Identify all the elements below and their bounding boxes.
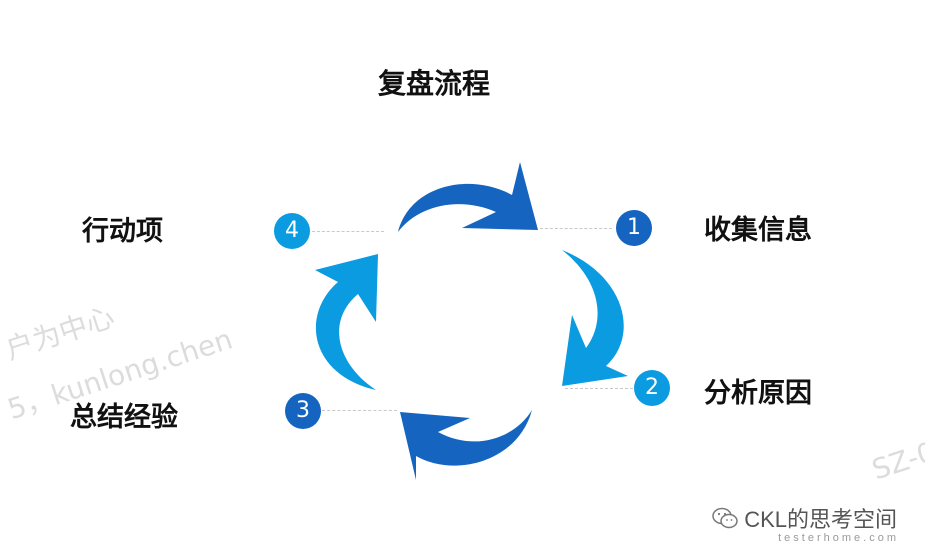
connector-3 [322,410,397,411]
step-2-number: 2 [634,370,670,406]
connector-1 [540,228,612,229]
step-2-label: 分析原因 [704,378,812,409]
cycle-arrow-top [398,162,538,232]
step-4-label: 行动项 [82,216,163,247]
cycle-arrow-left [315,254,378,390]
brand-name: CKL的思考空间 [744,507,897,532]
step-3-label: 总结经验 [70,402,178,433]
step-1-label: 收集信息 [704,215,812,246]
wechat-icon [712,507,738,529]
cycle-arrow-bottom [400,410,532,480]
step-3-number: 3 [285,393,321,429]
cycle-arrow-right [562,250,628,386]
step-4-number: 4 [274,213,310,249]
site-url: testerhome.com [778,532,899,544]
page-title: 复盘流程 [377,67,490,100]
brand: CKL的思考空间 [712,502,897,534]
connector-4 [312,231,384,232]
step-1-number: 1 [616,210,652,246]
connector-2 [565,388,633,389]
